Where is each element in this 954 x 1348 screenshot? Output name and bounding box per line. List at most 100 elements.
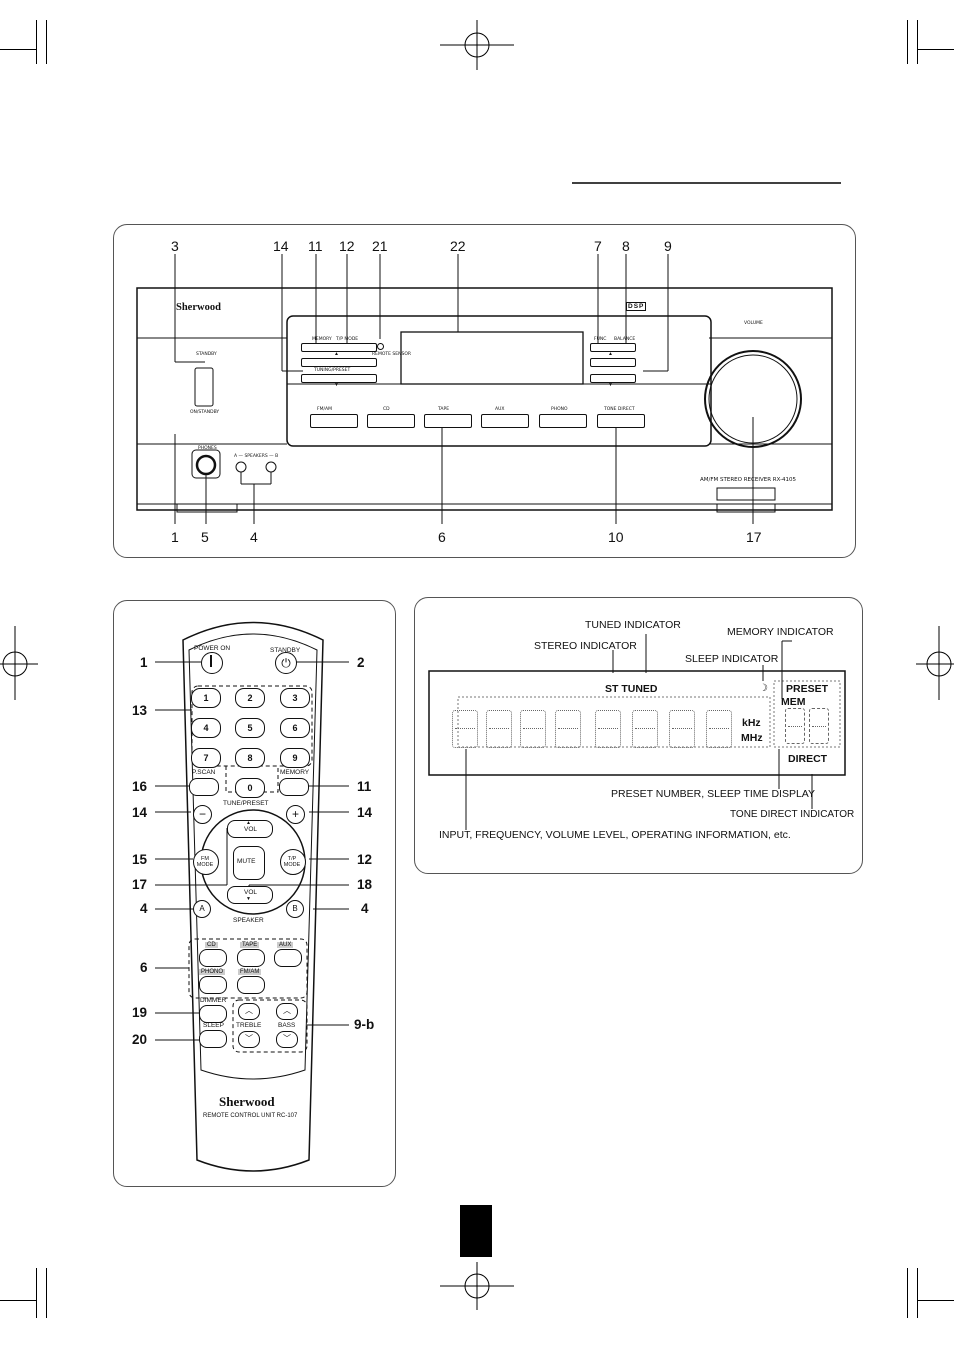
bass-down-button[interactable]: ﹀ bbox=[276, 1031, 298, 1048]
standby-label: STANDBY bbox=[196, 352, 217, 357]
phones-label: PHONES bbox=[198, 446, 217, 451]
cd-label: CD bbox=[205, 942, 218, 948]
balance-down-icon: ▼ bbox=[608, 382, 613, 388]
tone-direct-indicator-label: TONE DIRECT INDICATOR bbox=[730, 809, 855, 820]
st-tuned-text: ST TUNED bbox=[605, 683, 658, 695]
memory-label: MEMORY bbox=[312, 337, 332, 342]
digit-1-button[interactable]: 1 bbox=[191, 688, 221, 708]
callout-7: 7 bbox=[594, 238, 602, 254]
tuning-preset-label: TUNING/PRESET bbox=[314, 368, 351, 373]
speaker-b-button[interactable]: B bbox=[286, 900, 304, 918]
balance-up-button[interactable] bbox=[590, 358, 636, 367]
tone-direct-label: TONE DIRECT bbox=[604, 407, 635, 412]
digit-6-button[interactable]: 6 bbox=[280, 718, 310, 738]
digit-0-button[interactable]: 0 bbox=[235, 778, 265, 798]
digit-5-button[interactable]: 5 bbox=[235, 718, 265, 738]
digit-9-button[interactable]: 9 bbox=[280, 748, 310, 768]
phono-input-button[interactable] bbox=[539, 414, 587, 428]
tape-button[interactable] bbox=[237, 949, 265, 967]
remote-callout-4-left: 4 bbox=[140, 901, 148, 916]
front-panel-box bbox=[113, 224, 856, 558]
dimmer-button[interactable] bbox=[199, 1005, 227, 1023]
remote-callout-9b: 9-b bbox=[354, 1017, 375, 1032]
vol-down-icon: ▼ bbox=[246, 896, 251, 902]
memory-tp-mode-button[interactable] bbox=[301, 343, 377, 352]
tp-mode-label: T/P MODE bbox=[336, 337, 359, 342]
direct-text: DIRECT bbox=[788, 753, 828, 765]
input-label-cd: CD bbox=[383, 407, 390, 412]
balance-up-icon: ▲ bbox=[608, 351, 613, 357]
tape-input-button[interactable] bbox=[424, 414, 472, 428]
front-brand-logo: Sherwood bbox=[176, 302, 221, 313]
power-standby-button[interactable] bbox=[195, 368, 213, 406]
digit-4-button[interactable]: 4 bbox=[191, 718, 221, 738]
dimmer-label: DIMMER bbox=[200, 997, 227, 1004]
fm-mode-button[interactable] bbox=[193, 849, 219, 875]
balance-label: BALANCE bbox=[614, 337, 636, 342]
digit-2-button[interactable]: 2 bbox=[235, 688, 265, 708]
aux-button[interactable] bbox=[274, 949, 302, 967]
speakers-label: A — SPEAKERS — B bbox=[234, 454, 279, 459]
cd-button[interactable] bbox=[199, 949, 227, 967]
digit-7-button[interactable]: 7 bbox=[191, 748, 221, 768]
fm-mode-label: FM MODE bbox=[196, 856, 214, 868]
sleep-button[interactable] bbox=[199, 1030, 227, 1048]
sleep-indicator-label: SLEEP INDICATOR bbox=[685, 653, 779, 665]
cd-input-button[interactable] bbox=[367, 414, 415, 428]
callout-10: 10 bbox=[608, 529, 624, 545]
digit-8-button[interactable]: 8 bbox=[235, 748, 265, 768]
memory-indicator-label: MEMORY INDICATOR bbox=[727, 626, 834, 638]
treble-down-button[interactable]: ﹀ bbox=[238, 1031, 260, 1048]
remote-callout-14-left: 14 bbox=[132, 805, 148, 820]
tune-plus-button[interactable]: + bbox=[286, 805, 305, 824]
mute-button[interactable] bbox=[233, 846, 265, 880]
bass-up-button[interactable]: ︿ bbox=[276, 1003, 298, 1020]
remote-model-label: REMOTE CONTROL UNIT RC-107 bbox=[203, 1113, 298, 1119]
tuning-preset-up-button[interactable] bbox=[301, 358, 377, 367]
remote-callout-15: 15 bbox=[132, 852, 148, 867]
phono-label: PHONO bbox=[199, 969, 226, 975]
callout-1: 1 bbox=[171, 529, 179, 545]
callout-3: 3 bbox=[171, 238, 179, 254]
remote-callout-19: 19 bbox=[132, 1005, 148, 1020]
balance-down-button[interactable] bbox=[590, 374, 636, 383]
vol-up-button[interactable] bbox=[227, 820, 273, 838]
bass-label: BASS bbox=[278, 1022, 296, 1029]
model-label: AM/FM STEREO RECEIVER RX-4105 bbox=[700, 477, 797, 483]
tuning-up-icon: ▲ bbox=[334, 351, 339, 357]
fmam-label: FM/AM bbox=[238, 969, 262, 975]
remote-callout-6: 6 bbox=[140, 960, 148, 975]
remote-callout-17: 17 bbox=[132, 877, 148, 892]
tune-minus-button[interactable]: − bbox=[193, 805, 212, 824]
power-on-icon bbox=[210, 655, 212, 667]
khz-text: kHz bbox=[742, 717, 761, 729]
func-balance-button[interactable] bbox=[590, 343, 636, 352]
standby-button[interactable]: ⏻ bbox=[275, 652, 297, 674]
vol-down-button[interactable] bbox=[227, 886, 273, 904]
speaker-a-button[interactable]: A bbox=[193, 900, 211, 918]
treble-label: TREBLE bbox=[236, 1022, 262, 1029]
callout-22: 22 bbox=[450, 238, 466, 254]
memory-button[interactable] bbox=[279, 778, 309, 796]
standby-button-label: STANDBY bbox=[270, 647, 301, 654]
sleep-moon-icon: ☽ bbox=[759, 683, 768, 694]
fmam-input-button[interactable] bbox=[310, 414, 358, 428]
fmam-button[interactable] bbox=[237, 976, 265, 994]
callout-5: 5 bbox=[201, 529, 209, 545]
tuning-down-icon: ▼ bbox=[334, 382, 339, 388]
aux-input-button[interactable] bbox=[481, 414, 529, 428]
on-standby-label: ON/STANDBY bbox=[190, 410, 220, 415]
power-on-button[interactable] bbox=[201, 652, 223, 674]
digit-3-button[interactable]: 3 bbox=[280, 688, 310, 708]
vol-down-label: VOL bbox=[244, 889, 258, 896]
treble-up-button[interactable]: ︿ bbox=[238, 1003, 260, 1020]
remote-callout-13: 13 bbox=[132, 703, 148, 718]
remote-callout-4-right: 4 bbox=[361, 901, 369, 916]
remote-callout-16: 16 bbox=[132, 779, 148, 794]
tone-direct-button[interactable] bbox=[597, 414, 645, 428]
pscan-button[interactable] bbox=[189, 778, 219, 796]
tuning-preset-down-button[interactable] bbox=[301, 374, 377, 383]
tp-mode-button[interactable] bbox=[280, 849, 306, 875]
tp-mode-button-label: T/P MODE bbox=[283, 856, 301, 868]
phono-button[interactable] bbox=[199, 976, 227, 994]
